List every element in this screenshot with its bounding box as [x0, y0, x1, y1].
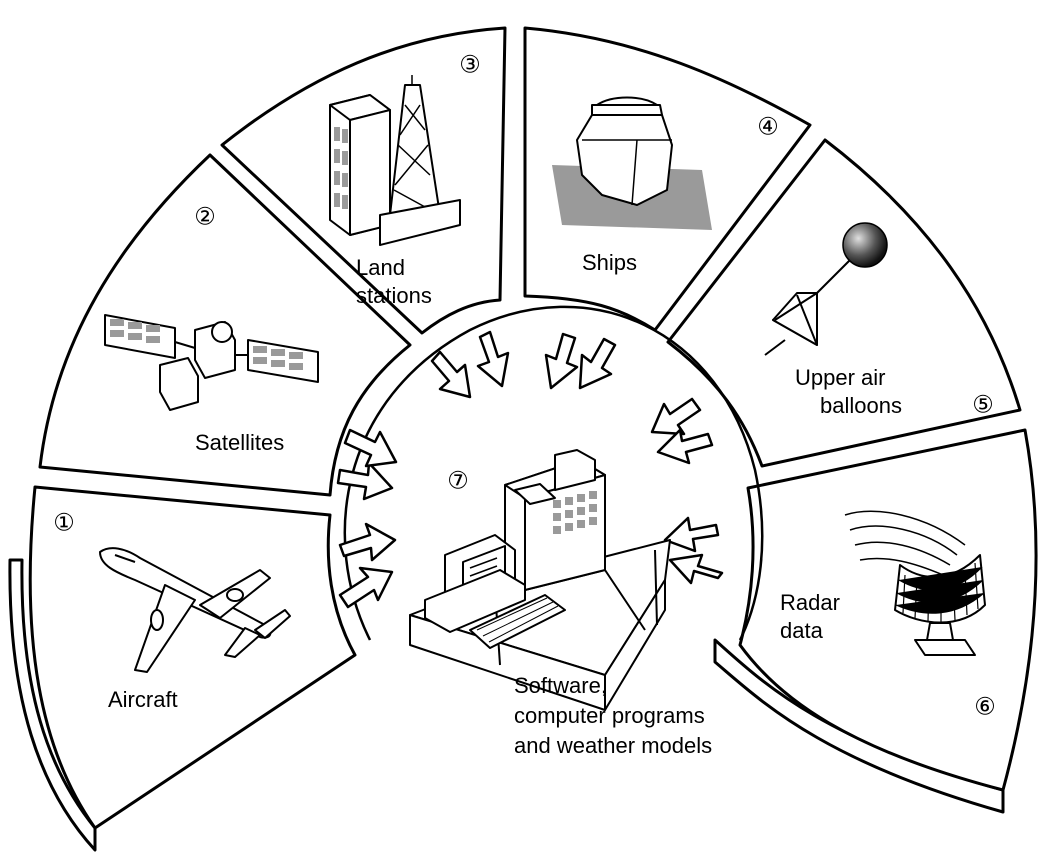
land-station-icon	[329, 75, 461, 246]
number-ships: ④	[757, 114, 779, 141]
segment-radar	[738, 428, 1038, 792]
radar-icon	[844, 510, 986, 656]
ship-icon	[552, 96, 712, 230]
arrow-2	[338, 522, 397, 562]
computer-workstation-icon	[409, 449, 671, 711]
label-satellites: Satellites	[195, 430, 284, 455]
arrow-8	[578, 337, 617, 390]
arrow-11	[663, 516, 720, 553]
arrow-9	[650, 397, 702, 436]
arrow-4	[343, 428, 398, 468]
arrow-6	[476, 330, 510, 388]
label-balloons-line1: Upper air	[795, 365, 885, 390]
arrow-1	[338, 566, 394, 609]
label-center-line3: and weather models	[514, 733, 712, 758]
arrow-10	[656, 428, 714, 465]
label-radar-line2: data	[780, 618, 824, 643]
label-aircraft: Aircraft	[108, 687, 178, 712]
segment-aircraft	[28, 485, 357, 830]
number-land-stations: ③	[459, 52, 481, 79]
weather-balloon-icon	[764, 222, 888, 356]
number-balloons: ⑤	[972, 392, 994, 419]
satellite-icon	[104, 314, 319, 411]
arrow-12	[668, 553, 724, 585]
label-land-line2: stations	[356, 283, 432, 308]
label-balloons-line2: balloons	[820, 393, 902, 418]
arrow-5	[430, 350, 472, 399]
number-radar: ⑥	[974, 694, 996, 721]
label-center-line2: computer programs	[514, 703, 705, 728]
number-center: ⑦	[447, 468, 469, 495]
number-satellites: ②	[194, 204, 216, 231]
arrows	[336, 330, 724, 609]
airplane-icon	[99, 547, 291, 673]
segment-balloons	[666, 138, 1022, 468]
hub-outline	[343, 305, 764, 641]
arrow-7	[544, 332, 579, 390]
label-ships: Ships	[582, 250, 637, 275]
label-land-line1: Land	[356, 255, 405, 280]
label-center-line1: Software,	[514, 673, 607, 698]
arrow-3	[336, 461, 394, 501]
number-aircraft: ①	[53, 510, 75, 537]
label-radar-line1: Radar	[780, 590, 840, 615]
